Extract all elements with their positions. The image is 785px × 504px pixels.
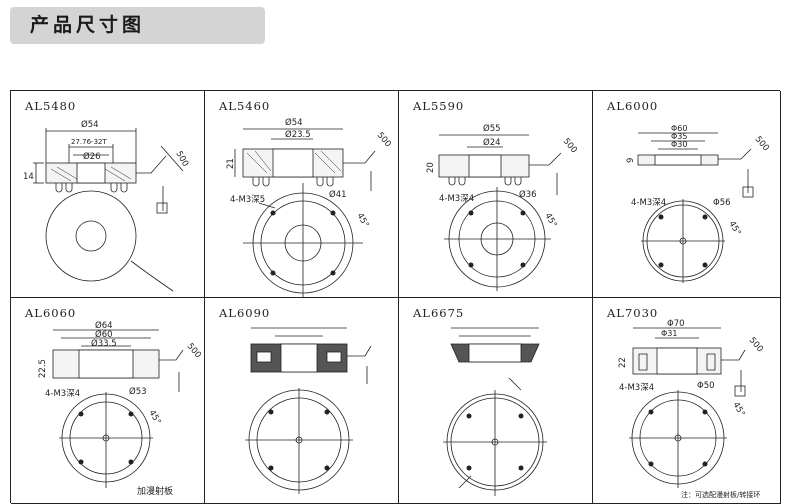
dim-bolt-circle: Ø53 — [129, 386, 147, 397]
dimension-grid: AL5480 — [10, 90, 781, 504]
dim-cable: 500 — [561, 137, 579, 156]
dim-bolt-circle: Ø41 — [329, 189, 347, 200]
angle-label: 45° — [730, 401, 746, 419]
dim-inner: Φ31 — [661, 329, 677, 338]
dim-outer: Φ70 — [667, 319, 685, 329]
model-label: AL5590 — [413, 99, 465, 113]
cell-al5480: AL5480 — [11, 91, 205, 298]
accessory-note: 注：可选配漫射板/转接环 — [681, 491, 761, 499]
al6000-drawing: Φ60 Φ35 Φ30 9 500 4-M3深4 Φ56 45° — [626, 124, 771, 283]
angle-label: 45° — [726, 220, 742, 238]
dim-cable: 500 — [375, 131, 393, 150]
dim-outer: Φ60 — [671, 124, 687, 133]
al5590-drawing: Ø55 Ø24 20 500 4-M3深4 Ø36 45° — [426, 123, 579, 291]
dim-cable: 500 — [173, 150, 190, 169]
al6675-drawing — [443, 327, 547, 496]
angle-label: 45° — [146, 409, 162, 427]
dim-cable: 500 — [753, 135, 771, 154]
cell-al5460: AL5460 — [205, 91, 399, 298]
model-label: AL7030 — [607, 306, 659, 320]
model-label: AL5460 — [219, 99, 271, 113]
dim-inner: Ø23.5 — [285, 129, 311, 140]
dim-inner: Ø24 — [483, 137, 501, 148]
dim-height: 22.5 — [38, 359, 48, 378]
dim-bolt-circle: Ø36 — [519, 189, 537, 200]
model-label: AL6000 — [607, 99, 659, 113]
holes-label: 4-M3深5 — [230, 195, 265, 205]
model-label: AL6675 — [413, 306, 465, 320]
al6090-drawing — [245, 327, 372, 494]
al6060-drawing: Ø64 Ø60 Ø33.5 22.5 500 4-M3深4 Ø53 45° — [38, 320, 203, 488]
cell-al6060: AL6060 Ø64 Ø60 Ø33.5 — [11, 298, 205, 504]
dim-height: 22 — [618, 357, 628, 368]
model-label: AL6060 — [25, 306, 77, 320]
dim-mid: Ø60 — [95, 329, 113, 340]
header-banner — [10, 7, 265, 44]
dim-height: 9 — [626, 158, 636, 163]
al5480-drawing: Ø54 27.76-32T Ø26 14 500 — [23, 119, 190, 292]
dim-outer: Ø54 — [81, 119, 99, 130]
dim-thread: 27.76-32T — [71, 138, 107, 146]
dim-inner: Φ30 — [671, 140, 687, 149]
dim-bolt-circle: Φ56 — [713, 198, 731, 208]
angle-label: 45° — [354, 212, 370, 230]
dim-height: 21 — [226, 158, 236, 169]
cell-al5590: AL5590 Ø55 Ø24 20 — [399, 91, 593, 298]
cell-al7030: AL7030 Φ70 Φ31 — [593, 298, 781, 504]
cell-al6090: AL6090 — [205, 298, 399, 504]
dim-height: 20 — [426, 162, 436, 173]
holes-label: 4-M3深4 — [631, 198, 666, 208]
model-label: AL6090 — [219, 306, 271, 320]
dim-outer: Ø64 — [95, 320, 113, 331]
holes-label: 4-M3深4 — [45, 389, 80, 399]
dim-outer: Ø55 — [483, 123, 501, 134]
holes-label: 4-M3深4 — [439, 194, 474, 204]
cell-al6675: AL6675 — [399, 298, 593, 504]
al5460-drawing: Ø54 Ø23.5 21 500 4-M3深5 Ø41 45° — [226, 117, 393, 297]
page-title: 产品尺寸图 — [30, 14, 146, 36]
dim-inner: Ø26 — [83, 151, 101, 162]
dim-height: 14 — [23, 172, 34, 182]
diffuser-note: 加漫射板 — [137, 487, 174, 497]
cell-al6000: AL6000 Φ60 Φ35 — [593, 91, 781, 298]
dim-mid: Φ35 — [671, 132, 687, 141]
holes-label: 4-M3深4 — [619, 383, 654, 393]
dim-bolt-circle: Φ50 — [697, 381, 715, 391]
al7030-drawing: Φ70 Φ31 22 500 4-M3深4 Φ50 45° — [618, 319, 765, 488]
dim-cable: 500 — [747, 336, 765, 355]
dim-cable: 500 — [185, 342, 203, 361]
dim-inner: Ø33.5 — [91, 338, 117, 349]
dim-outer: Ø54 — [285, 117, 303, 128]
model-label: AL5480 — [25, 99, 77, 113]
angle-label: 45° — [542, 212, 558, 230]
